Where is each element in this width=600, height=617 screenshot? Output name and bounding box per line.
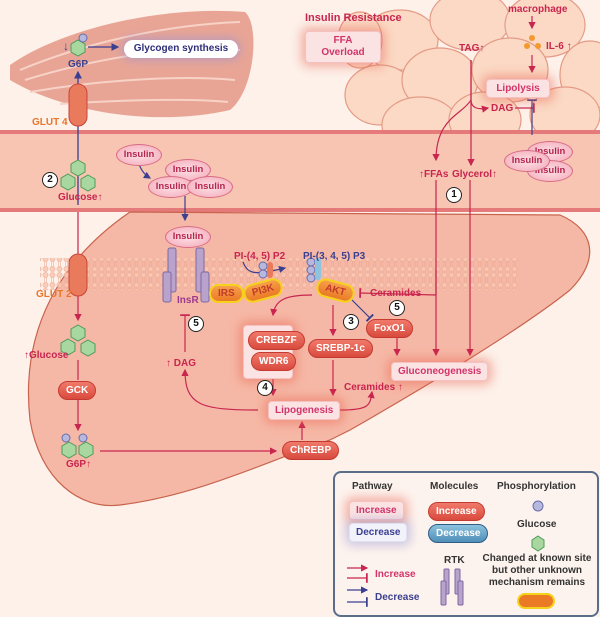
legend-arrow-increase: Increase	[375, 569, 416, 580]
increase-arrow-icon: ↑	[397, 382, 403, 393]
pip3-label: PI-(3, 4, 5) P3	[303, 251, 366, 262]
chrebp-molecule: ChREBP	[282, 441, 340, 460]
marker-1: 1	[446, 187, 462, 203]
g6p-muscle-label: G6P	[68, 59, 89, 70]
marker-5-left: 5	[188, 316, 204, 332]
marker-5-right: 5	[389, 300, 405, 316]
legend-phosphorylation-header: Phosphorylation	[497, 481, 576, 492]
legend-pathway-decrease: Decrease	[349, 523, 408, 542]
glut4-transporter	[68, 83, 88, 127]
legend-pathway-increase: Increase	[349, 501, 404, 520]
dag-liver-label: ↑ DAG	[166, 358, 197, 369]
insulin-adipose-3: Insulin	[504, 150, 550, 172]
diagram-title: Insulin Resistance	[305, 12, 402, 24]
marker-2: 2	[42, 172, 58, 188]
legend-unknown-mechanism-label: Changed at known site but other unknown …	[482, 553, 592, 588]
dag-adipose-label: DAG	[491, 103, 514, 114]
g6p-liver-label: G6P↑	[66, 459, 92, 470]
crebzf-molecule: CREBZF	[248, 331, 305, 350]
legend-pathway-header: Pathway	[352, 481, 393, 492]
legend-symbols	[347, 500, 555, 609]
increase-arrow-icon: ↑	[166, 358, 171, 369]
increase-arrow-icon: ↑	[479, 43, 485, 54]
legend-panel: Pathway Molecules Phosphorylation Increa…	[333, 471, 599, 617]
marker-4: 4	[257, 380, 273, 396]
lipogenesis-pathway: Lipogenesis	[268, 401, 341, 420]
ffa-overload-box: FFA Overload	[305, 31, 381, 63]
legend-arrow-decrease: Decrease	[375, 592, 420, 603]
increase-arrow-icon: ↑	[86, 459, 92, 470]
tag-label: TAG↑	[459, 43, 485, 54]
il6-cytokines	[524, 35, 541, 49]
increase-arrow-icon: ↑	[97, 192, 103, 203]
increase-arrow-icon: ↑	[24, 350, 29, 361]
marker-3: 3	[343, 314, 359, 330]
glucose-text: Glucose	[58, 192, 98, 203]
foxo1-molecule: FoxO1	[366, 319, 414, 338]
ceramides-liver-label: Ceramides ↑	[344, 382, 403, 393]
glucose-liver-label: ↑Glucose	[24, 350, 69, 361]
lipolysis-pathway: Lipolysis	[486, 79, 550, 98]
srebp1c-molecule: SREBP-1c	[308, 339, 373, 358]
legend-rtk-label: RTK	[444, 555, 465, 566]
il6-label: IL-6 ↑	[546, 41, 572, 52]
insulin-blood-single: Insulin	[116, 144, 162, 166]
insulin-bound-insr: Insulin	[165, 226, 211, 248]
insr-label: InsR	[177, 295, 199, 306]
glut2-transporter	[68, 253, 88, 297]
glucose-blood-label: Glucose↑	[58, 193, 102, 203]
pip2-label: PI-(4, 5) P2	[234, 251, 286, 262]
insr-receptor	[162, 247, 210, 303]
pip2-molecule	[258, 261, 273, 279]
legend-molecules-header: Molecules	[430, 481, 479, 492]
glut2-label: GLUT 2	[36, 289, 72, 300]
rtk-icon	[440, 568, 464, 606]
glucose-icon	[531, 535, 545, 552]
glycerol-label: Glycerol↑	[452, 169, 498, 180]
glycogen-synthesis-pathway: Glycogen synthesis	[124, 40, 238, 58]
gck-molecule: GCK	[58, 381, 96, 400]
increase-arrow-icon: ↑	[492, 169, 498, 180]
glut4-label: GLUT 4	[32, 117, 68, 128]
muscle-fiber	[10, 10, 254, 118]
legend-molecule-decrease: Decrease	[428, 524, 489, 543]
irs-protein: IRS	[209, 284, 244, 303]
g6p-molecule-muscle	[70, 33, 88, 57]
unknown-mechanism-icon	[517, 593, 555, 609]
increase-arrow-icon: ↑	[419, 169, 424, 180]
increase-arrow-icon: ↑	[566, 41, 572, 52]
legend-molecule-increase: Increase	[428, 502, 485, 521]
g6p-decrease-arrow: ↓	[63, 39, 69, 53]
legend-glucose-label: Glucose	[517, 519, 557, 530]
g6p-molecules-liver	[61, 433, 94, 459]
insulin-cluster-right: Insulin	[187, 176, 233, 198]
ffas-label: ↑FFAs	[419, 169, 449, 180]
glucose-molecules-blood	[60, 159, 96, 192]
blood-vessel	[0, 132, 600, 210]
macrophage-label: macrophage	[508, 4, 568, 15]
pip3-molecule	[306, 257, 321, 283]
wdr6-molecule: WDR6	[251, 352, 297, 371]
gluconeogenesis-pathway: Gluconeogenesis	[391, 362, 489, 381]
glucose-molecules-liver	[60, 324, 96, 357]
phosphate-icon	[532, 500, 544, 512]
ceramides-membrane-label: Ceramides	[370, 288, 422, 299]
